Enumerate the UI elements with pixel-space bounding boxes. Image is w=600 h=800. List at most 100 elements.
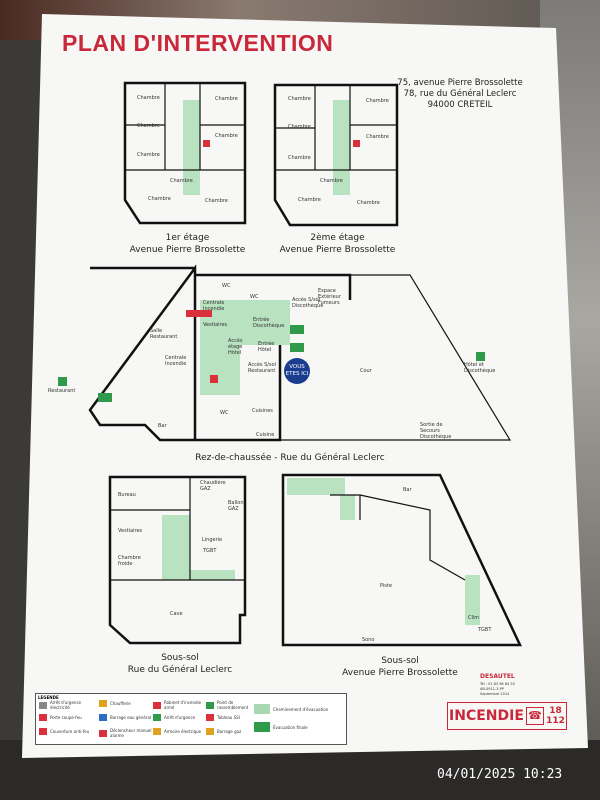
legend-symbol-icon [206, 728, 214, 735]
room-label: Accès S/sol Discothèque [292, 297, 324, 309]
legend-symbol-icon [153, 728, 161, 735]
room-label: Sortie de Secours Discothèque [420, 422, 452, 440]
legend-item: Point de rassemblement [206, 700, 253, 710]
legend-item: Cheminement d'évacuation [254, 704, 328, 714]
plan-1st-floor-walls [123, 81, 247, 225]
room-label: TGBT [203, 548, 217, 554]
legend-symbol-icon [39, 701, 47, 709]
legend-item: Déclencheur manuel alarme [99, 728, 152, 738]
room-label: Chambre [357, 200, 380, 206]
floor-name: Sous-sol [161, 653, 199, 663]
legend-item: Arrêt d'urgence [153, 714, 195, 721]
plan-basement1-evac-path [162, 515, 235, 580]
floor-name: 1er étage [165, 233, 210, 243]
legend-label: Déclencheur manuel alarme [110, 728, 152, 738]
legend-symbol-icon [39, 714, 47, 721]
legend-symbol-icon [254, 722, 270, 732]
legend-label: Tableau SSI [217, 715, 240, 720]
legend-item: Arrêt d'urgence électricité [39, 700, 96, 710]
room-label: Bar [158, 423, 167, 429]
legend-label: Arrêt d'urgence [164, 715, 196, 720]
room-label: Vestiaires [203, 322, 228, 328]
legend-symbol-icon [99, 729, 107, 737]
plan-basement1-partitions [110, 477, 245, 581]
you-are-here-marker: VOUS ETES ICI [284, 358, 310, 384]
extinguisher-icon [210, 375, 218, 383]
exit-sign-icon [290, 343, 304, 352]
room-label: Chambre [366, 134, 389, 140]
legend-label: Évacuation finale [273, 724, 308, 730]
legend-label: Porte coupe-feu [50, 715, 82, 720]
floor-street: Avenue Pierre Brossolette [279, 245, 396, 255]
legend-label: Arrêt d'urgence électricité [50, 700, 82, 710]
exit-sign-icon [98, 393, 112, 402]
room-label: Centrale Incendie [165, 355, 187, 367]
assembly-point-icon [58, 377, 67, 386]
room-label: TGBT [478, 627, 492, 633]
plan-1st-floor-partitions [125, 83, 245, 171]
floor-caption-ground: Rez-de-chaussée - Rue du Général Leclerc [195, 453, 385, 463]
room-label: Lingerie [202, 537, 223, 543]
legend-item: Porte coupe-feu [39, 714, 82, 721]
room-label: Chambre [137, 152, 160, 158]
room-label: WC [220, 410, 229, 416]
emergency-numbers: 18 112 [546, 706, 565, 726]
legend-label: Couverture anti-feu [50, 729, 90, 734]
plan-2nd-floor-corridor [333, 100, 350, 195]
room-label: Chambre froide [118, 555, 141, 567]
floor-street: Avenue Pierre Brossolette [342, 668, 458, 678]
address-line-2: 78, rue du Général Leclerc [403, 89, 517, 99]
legend-label: Barrage eau général [110, 715, 152, 720]
room-label: Bar [403, 487, 412, 493]
assembly-point-icon [476, 352, 485, 361]
room-label: Espace Extérieur Fumeurs [318, 288, 341, 306]
plan-basement1-walls [108, 475, 247, 645]
room-label: Hôtel et Discothèque [464, 362, 496, 374]
room-label: Chambre [288, 155, 311, 161]
emergency-label: INCENDIE [449, 708, 524, 724]
room-label: Restaurant [48, 388, 76, 394]
brand-info: Tél : 01 83 98 84 50 AB-0911-3-PP Septem… [480, 682, 515, 697]
room-label: Entrée Hôtel [258, 341, 275, 353]
legend-label: Barrage gaz [217, 729, 242, 734]
legend-symbol-icon [99, 714, 107, 721]
room-label: Chambre [298, 197, 321, 203]
legend-item: Armoire électrique [153, 728, 201, 735]
legend-symbol-icon [206, 714, 214, 721]
page-title: PLAN D'INTERVENTION [62, 30, 334, 56]
room-label: Chambre [170, 178, 193, 184]
fire-door-icon [186, 310, 212, 317]
room-label: Salle Restaurant [150, 328, 178, 340]
extinguisher-icon [353, 140, 360, 147]
brand-ref: AB-0911-3-PP [480, 687, 504, 691]
floor-name: Sous-sol [381, 656, 419, 666]
room-label: Accès étage Hôtel [228, 338, 243, 356]
plan-2nd-floor-walls [273, 83, 399, 227]
room-label: Cave [170, 611, 183, 617]
floor-caption-basement1: Sous-sol Rue du Général Leclerc [105, 652, 255, 676]
room-label: Chambre [148, 196, 171, 202]
room-label: Entrée Discothèque [253, 317, 285, 329]
legend-label: Cheminement d'évacuation [273, 706, 329, 712]
legend-title: LEGENDE [38, 695, 59, 700]
floor-name: 2ème étage [310, 233, 365, 243]
floor-caption-2nd: 2ème étage Avenue Pierre Brossolette [275, 232, 400, 256]
brand-logo: DESAUTEL [480, 673, 515, 680]
address: 75, avenue Pierre Brossolette 78, rue du… [395, 78, 525, 111]
room-label: Cour [360, 368, 372, 374]
room-label: Chambre [288, 96, 311, 102]
room-label: Accès S/sol Restaurant [248, 362, 277, 374]
room-label: Ballon GAZ [228, 500, 244, 512]
room-label: WC [222, 283, 231, 289]
brand-phone: Tél : 01 83 98 84 50 [480, 682, 515, 686]
room-label: Cuisines [252, 408, 273, 414]
plan-basement2-walls [281, 473, 522, 647]
legend-item: Couverture anti-feu [39, 728, 89, 735]
exit-sign-icon [290, 325, 304, 334]
plan-ground-walls [88, 264, 352, 442]
legend-symbol-icon [153, 701, 161, 709]
plan-basement2-evac-path [287, 478, 480, 625]
room-label: Chambre [215, 96, 238, 102]
address-line-3: 94000 CRETEIL [427, 100, 493, 110]
